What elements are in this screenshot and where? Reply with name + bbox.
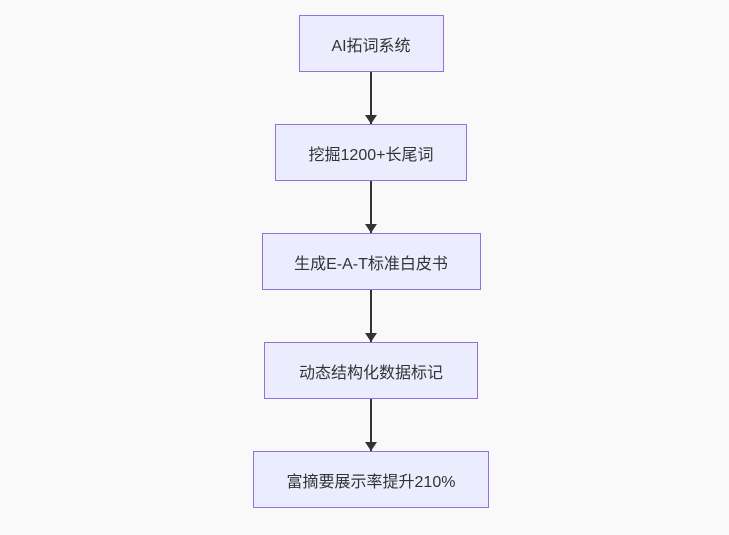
flow-node-label: 富摘要展示率提升210%: [286, 473, 456, 491]
flow-node-label: AI拓词系统: [331, 37, 411, 55]
arrow-down-icon: [370, 181, 372, 233]
flow-node-label: 挖掘1200+长尾词: [308, 146, 434, 164]
arrow-down-icon: [370, 72, 372, 124]
arrow-down-icon: [370, 290, 372, 342]
flow-node-longtail-mining: 挖掘1200+长尾词: [275, 124, 467, 181]
flowchart-canvas: AI拓词系统 挖掘1200+长尾词 生成E-A-T标准白皮书 动态结构化数据标记…: [253, 15, 489, 508]
flow-node-structured-data-markup: 动态结构化数据标记: [264, 342, 478, 399]
flow-node-rich-snippet-result: 富摘要展示率提升210%: [253, 451, 489, 508]
flow-node-eat-whitepaper: 生成E-A-T标准白皮书: [261, 233, 481, 290]
flow-node-ai-keyword-system: AI拓词系统: [298, 15, 444, 72]
flow-node-label: 生成E-A-T标准白皮书: [294, 255, 448, 273]
flow-node-label: 动态结构化数据标记: [298, 364, 443, 382]
arrow-down-icon: [370, 399, 372, 451]
